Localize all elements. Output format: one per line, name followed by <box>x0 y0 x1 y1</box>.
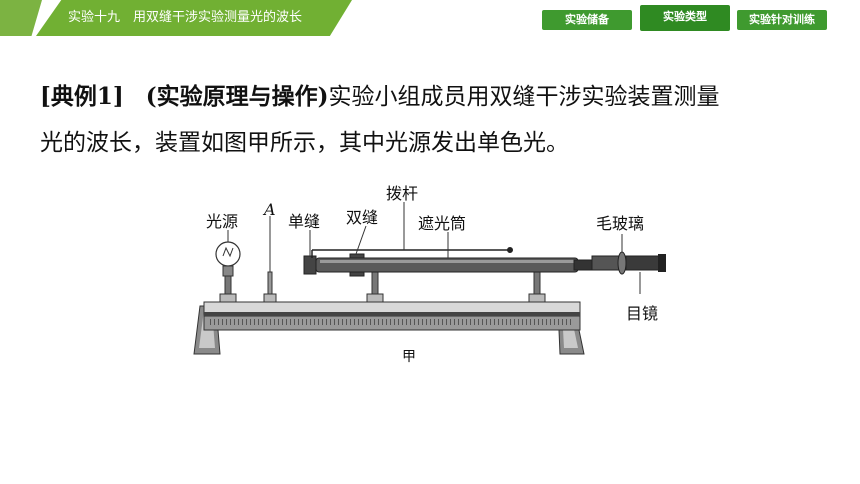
optical-bench-side <box>203 315 581 331</box>
tube-end <box>573 259 593 271</box>
page-title: 实验十九 用双缝干涉实验测量光的波长 <box>36 0 352 36</box>
tube-support-left-clamp <box>366 293 384 303</box>
single-slit-holder <box>303 255 317 275</box>
filter-a-clamp <box>263 293 277 303</box>
figure-caption: 甲 <box>402 349 416 365</box>
label-double-slit: 双缝 <box>346 208 379 227</box>
label-a: A <box>264 200 276 219</box>
example-paragraph: [典例1] (实验原理与操作)实验小组成员用双缝干涉实验装置测量 光的波长，装置如… <box>40 74 830 166</box>
tube-support-right-clamp <box>528 293 546 303</box>
question-text-line1: 实验小组成员用双缝干涉实验装置测量 <box>328 84 720 110</box>
label-light-source: 光源 <box>206 212 239 231</box>
eyepiece <box>625 255 663 271</box>
tab-targeted-training[interactable]: 实验针对训练 <box>737 10 827 30</box>
bulb-filament <box>222 246 234 258</box>
label-single-slit: 单缝 <box>288 212 321 231</box>
tube-highlight <box>320 260 574 263</box>
tab-experiment-preparation[interactable]: 实验储备 <box>542 10 632 30</box>
bulb-glass <box>215 241 241 267</box>
apparatus-drawing <box>193 202 666 355</box>
bench-edge <box>204 312 580 316</box>
label-eyepiece: 目镜 <box>626 304 659 323</box>
label-frosted-glass: 毛玻璃 <box>596 214 645 233</box>
label-lever: 拨杆 <box>386 184 419 203</box>
leader-double-slit <box>355 225 367 255</box>
frosted-glass-ring <box>617 251 627 275</box>
bulb-base <box>222 265 234 277</box>
lever-knob <box>507 247 513 253</box>
eyepiece-end <box>658 254 666 272</box>
label-tube: 遮光筒 <box>418 214 467 233</box>
light-source-clamp <box>219 293 237 303</box>
tab-experiment-types[interactable]: 实验类型 <box>640 5 730 31</box>
apparatus-figure: 光源 A 单缝 双缝 拨杆 遮光筒 毛玻璃 目镜 甲 <box>190 176 670 368</box>
question-text-line2: 光的波长，装置如图甲所示，其中光源发出单色光。 <box>40 130 569 156</box>
example-tag: [典例1] <box>40 83 124 110</box>
topic-tag: (实验原理与操作) <box>145 83 329 110</box>
